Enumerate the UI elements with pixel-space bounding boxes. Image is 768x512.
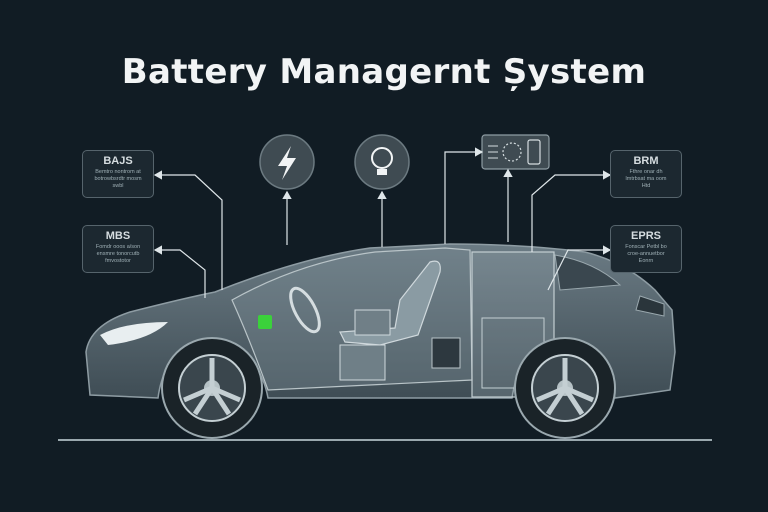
- steering-wheel: [289, 286, 321, 334]
- seat: [339, 260, 441, 346]
- callout-eprs: EPRS Fonscar Petbl bo croe-annuetbor Eon…: [610, 225, 682, 273]
- callout-mbs: MBS Fomdr ooos a/son ensmre tonorcutb fm…: [82, 225, 154, 273]
- connector-arrows: [153, 147, 612, 298]
- callout-bajs: BAJS Bemtro nontrom at botrowbsrdtr mosm…: [82, 150, 154, 198]
- battery-module-green: [258, 315, 272, 329]
- front-wheel: [161, 337, 263, 439]
- lightbulb-icon: [354, 134, 410, 190]
- rear-wheel: [514, 337, 616, 439]
- callout-mbs-text: Fomdr ooos a/son ensmre tonorcutb fmvost…: [95, 244, 141, 264]
- callout-mbs-label: MBS: [105, 230, 131, 242]
- callout-bajs-label: BAJS: [103, 155, 133, 167]
- diagram-title: Battery Managernt Șystem: [121, 52, 647, 92]
- lightning-bolt-icon: [259, 134, 315, 190]
- callout-bajs-text: Bemtro nontrom at botrowbsrdtr mosm swbl: [94, 169, 142, 189]
- callout-eprs-label: EPRS: [631, 230, 661, 242]
- taillight: [635, 295, 665, 317]
- headlight: [100, 322, 168, 345]
- dashboard-display-icon: [481, 134, 550, 170]
- cabin-window: [231, 247, 473, 391]
- callout-eprs-text: Fonscar Petbl bo croe-annuetbor Eonrn: [625, 244, 667, 264]
- callout-brm-text: Fthre onar dh lmtrbsat ma oom Htd: [625, 169, 667, 189]
- callout-brm: BRM Fthre onar dh lmtrbsat ma oom Htd: [610, 150, 682, 198]
- callout-brm-label: BRM: [633, 155, 659, 167]
